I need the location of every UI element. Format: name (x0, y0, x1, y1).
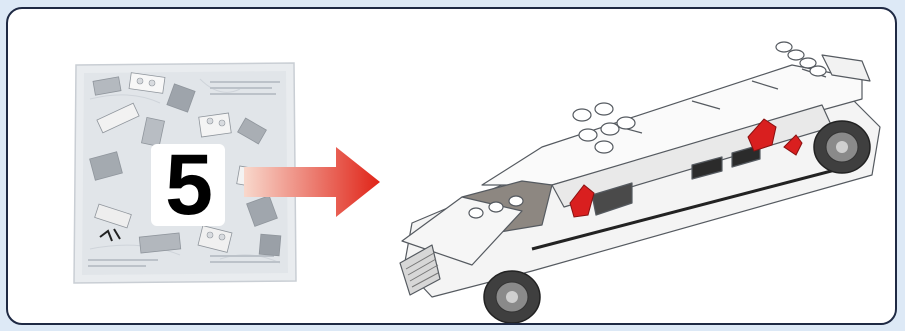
limousine-model-icon (392, 35, 892, 325)
step-number-badge: 5 (151, 144, 225, 226)
arrow-right-icon (244, 145, 384, 219)
instruction-panel: 5 (6, 7, 897, 325)
